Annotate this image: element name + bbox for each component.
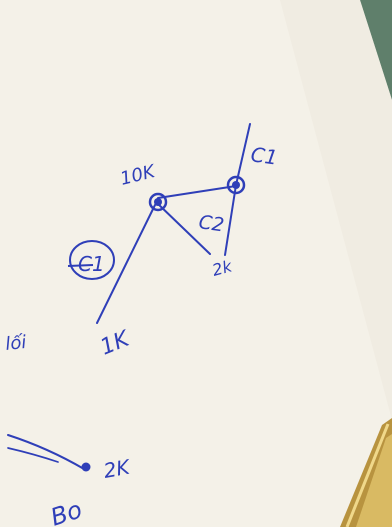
label-c2: C2 <box>197 211 225 236</box>
label-2k-bottom: 2K <box>102 454 133 482</box>
paper-shadow <box>280 0 392 420</box>
label-fragment-left: lối <box>4 332 27 355</box>
junction-node-1 <box>148 192 168 212</box>
label-2k-middle: 2k <box>210 256 234 280</box>
handwritten-diagram <box>7 123 251 470</box>
label-circled: C1 <box>78 252 105 276</box>
label-c1: C1 <box>249 142 279 169</box>
junction-node-3 <box>81 462 91 472</box>
gold-pen <box>340 418 392 527</box>
junction-node-2 <box>226 175 246 195</box>
circled-label: C1 <box>67 240 115 280</box>
